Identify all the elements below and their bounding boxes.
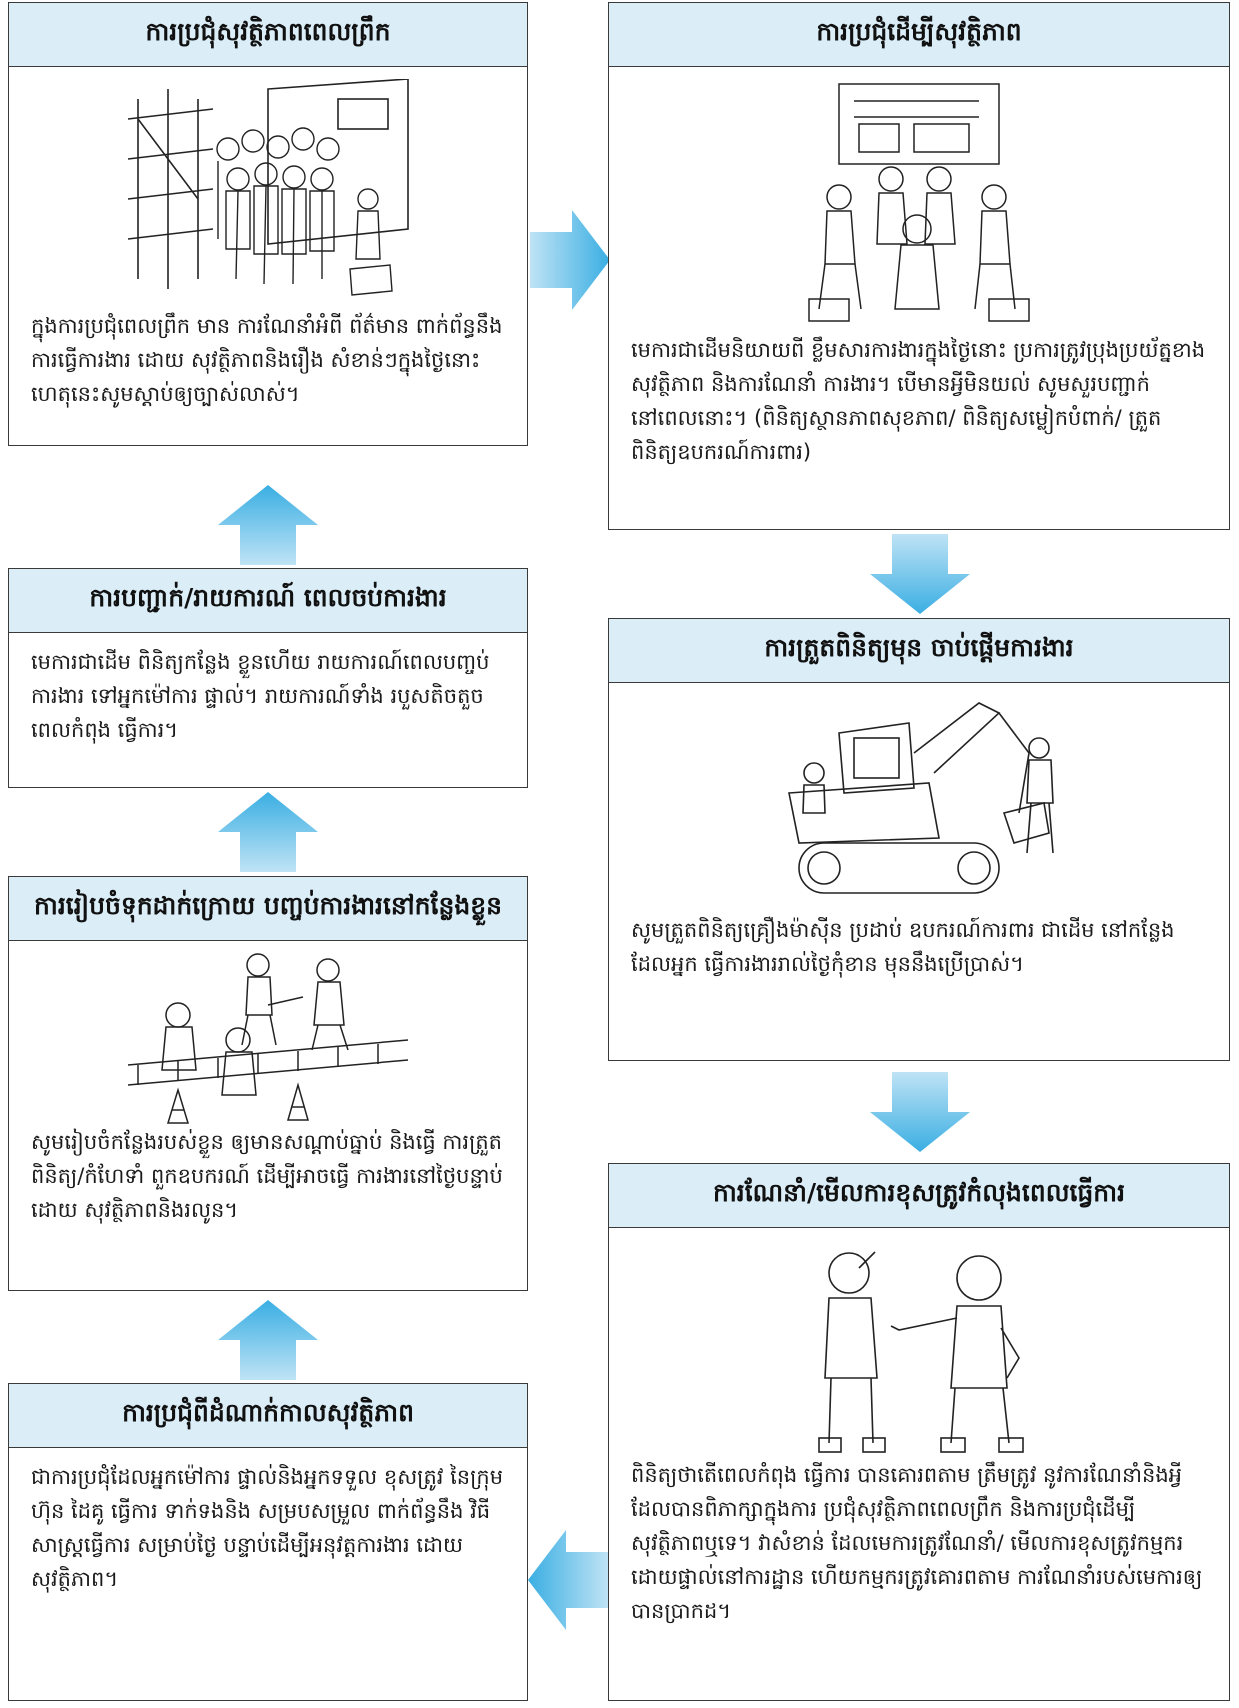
step-title: ការប្រជុំពីដំណាក់កាលសុវត្ថិភាព — [9, 1384, 527, 1448]
arrow-down-icon — [870, 1072, 970, 1152]
step-safety-meeting: ការប្រជុំដើម្បីសុវត្ថិភាព មេការជាដើមនិយា… — [608, 2, 1230, 530]
arrow-up-icon — [218, 1300, 318, 1380]
step-description: ក្នុងការប្រជុំពេលព្រឹក មាន ការណែនាំអំពី … — [31, 314, 503, 406]
arrow-up-icon — [218, 792, 318, 872]
step-description: សូមរៀបចំកន្លែងរបស់ខ្លួន ឲ្យមានសណ្ដាប់ធ្ន… — [31, 1130, 503, 1222]
step-pre-work-check: ការត្រួតពិនិត្យមុន ចាប់ផ្ដើមការងារ សូមត្… — [608, 618, 1230, 1061]
cleanup-workers-illustration — [127, 953, 409, 1124]
arrow-right-icon — [530, 210, 610, 310]
workers-lineup-illustration — [127, 79, 409, 296]
step-process-meeting: ការប្រជុំពីដំណាក់កាលសុវត្ថិភាព ជាការប្រជ… — [8, 1383, 528, 1701]
step-title: ការបញ្ជាក់/រាយការណ៍ ពេលចប់ការងារ — [9, 569, 527, 633]
step-description: មេការជាដើមនិយាយពី ខ្លឹមសារការងារក្នុងថ្ង… — [631, 338, 1206, 464]
step-description: មេការជាដើម ពិនិត្យកន្លែង ខ្លួនហើយ រាយការ… — [31, 650, 490, 742]
arrow-up-icon — [218, 485, 318, 565]
step-title: ការប្រជុំសុវត្ថិភាពពេលព្រឹក — [9, 3, 527, 67]
arrow-left-icon — [528, 1530, 608, 1630]
meeting-group-illustration — [808, 83, 1030, 322]
arrow-down-icon — [870, 534, 970, 614]
step-description: ពិនិត្យថាតើពេលកំពុង ធ្វើការ បានគោរពតាម ត… — [631, 1463, 1203, 1623]
step-title: ការត្រួតពិនិត្យមុន ចាប់ផ្ដើមការងារ — [609, 619, 1229, 683]
step-end-report: ការបញ្ជាក់/រាយការណ៍ ពេលចប់ការងារ មេការជា… — [8, 568, 528, 788]
step-description: ជាការប្រជុំដែលអ្នកម៉ៅការ ផ្ទាល់និងអ្នកទទ… — [31, 1465, 504, 1591]
excavator-illustration — [788, 702, 1054, 894]
step-title: ការរៀបចំទុកដាក់ក្រោយ បញ្ចប់ការងារនៅកន្លែ… — [9, 877, 527, 941]
step-title: ការណែនាំ/មើលការខុសត្រូវកំលុងពេលធ្វើការ — [609, 1164, 1229, 1228]
step-cleanup: ការរៀបចំទុកដាក់ក្រោយ បញ្ចប់ការងារនៅកន្លែ… — [8, 876, 528, 1291]
step-morning-meeting: ការប្រជុំសុវត្ថិភាពពេលព្រឹក — [8, 2, 528, 446]
step-title: ការប្រជុំដើម្បីសុវត្ថិភាព — [609, 3, 1229, 67]
supervisor-pointing-illustration — [818, 1251, 1024, 1453]
step-description: សូមត្រួតពិនិត្យគ្រឿងម៉ាស៊ីន ប្រដាប់ ឧបករ… — [631, 918, 1175, 976]
step-guidance-during-work: ការណែនាំ/មើលការខុសត្រូវកំលុងពេលធ្វើការ ព… — [608, 1163, 1230, 1701]
